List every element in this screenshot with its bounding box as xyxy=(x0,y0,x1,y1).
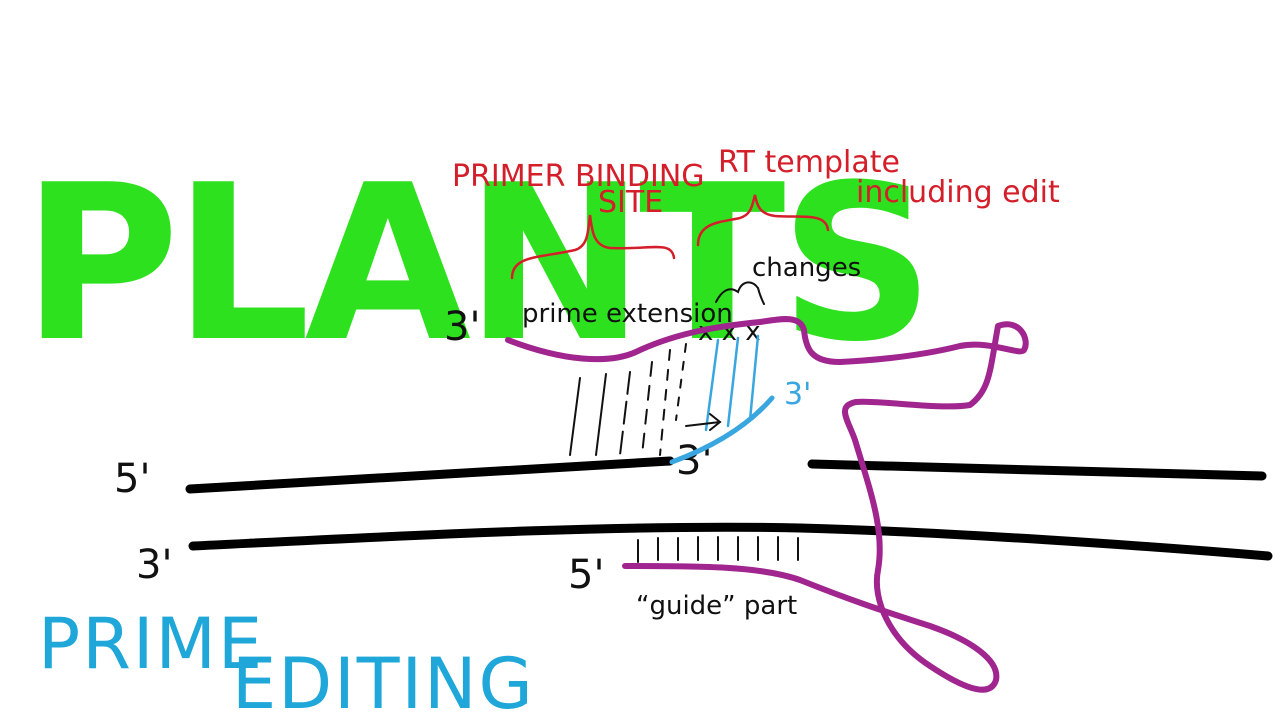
synthesis-direction-arrow-icon xyxy=(686,414,720,430)
bottom-strand-3-prime-label: 3' xyxy=(136,542,172,588)
subtitle-editing: EDITING xyxy=(232,643,535,720)
label-primer-binding-line2: SITE xyxy=(598,185,663,220)
top-strand-5-prime-label: 5' xyxy=(114,456,150,502)
label-guide-part: “guide” part xyxy=(636,591,797,621)
bottom-dna-strand xyxy=(193,527,1268,556)
label-changes: changes xyxy=(752,253,861,283)
subtitle-prime: PRIME xyxy=(38,603,264,685)
top-dna-strand-right xyxy=(812,464,1262,476)
pegrna-3-prime-label: 3' xyxy=(444,304,480,350)
top-dna-strand-left xyxy=(190,461,670,489)
label-primer-binding-line1: PRIMER BINDING xyxy=(452,159,705,194)
guide-pairing-lines xyxy=(638,537,798,562)
new-dna-3-prime-label: 3' xyxy=(784,377,811,412)
pegrna-5-prime-label: 5' xyxy=(568,552,604,598)
label-rt-template-line2: including edit xyxy=(856,175,1060,210)
